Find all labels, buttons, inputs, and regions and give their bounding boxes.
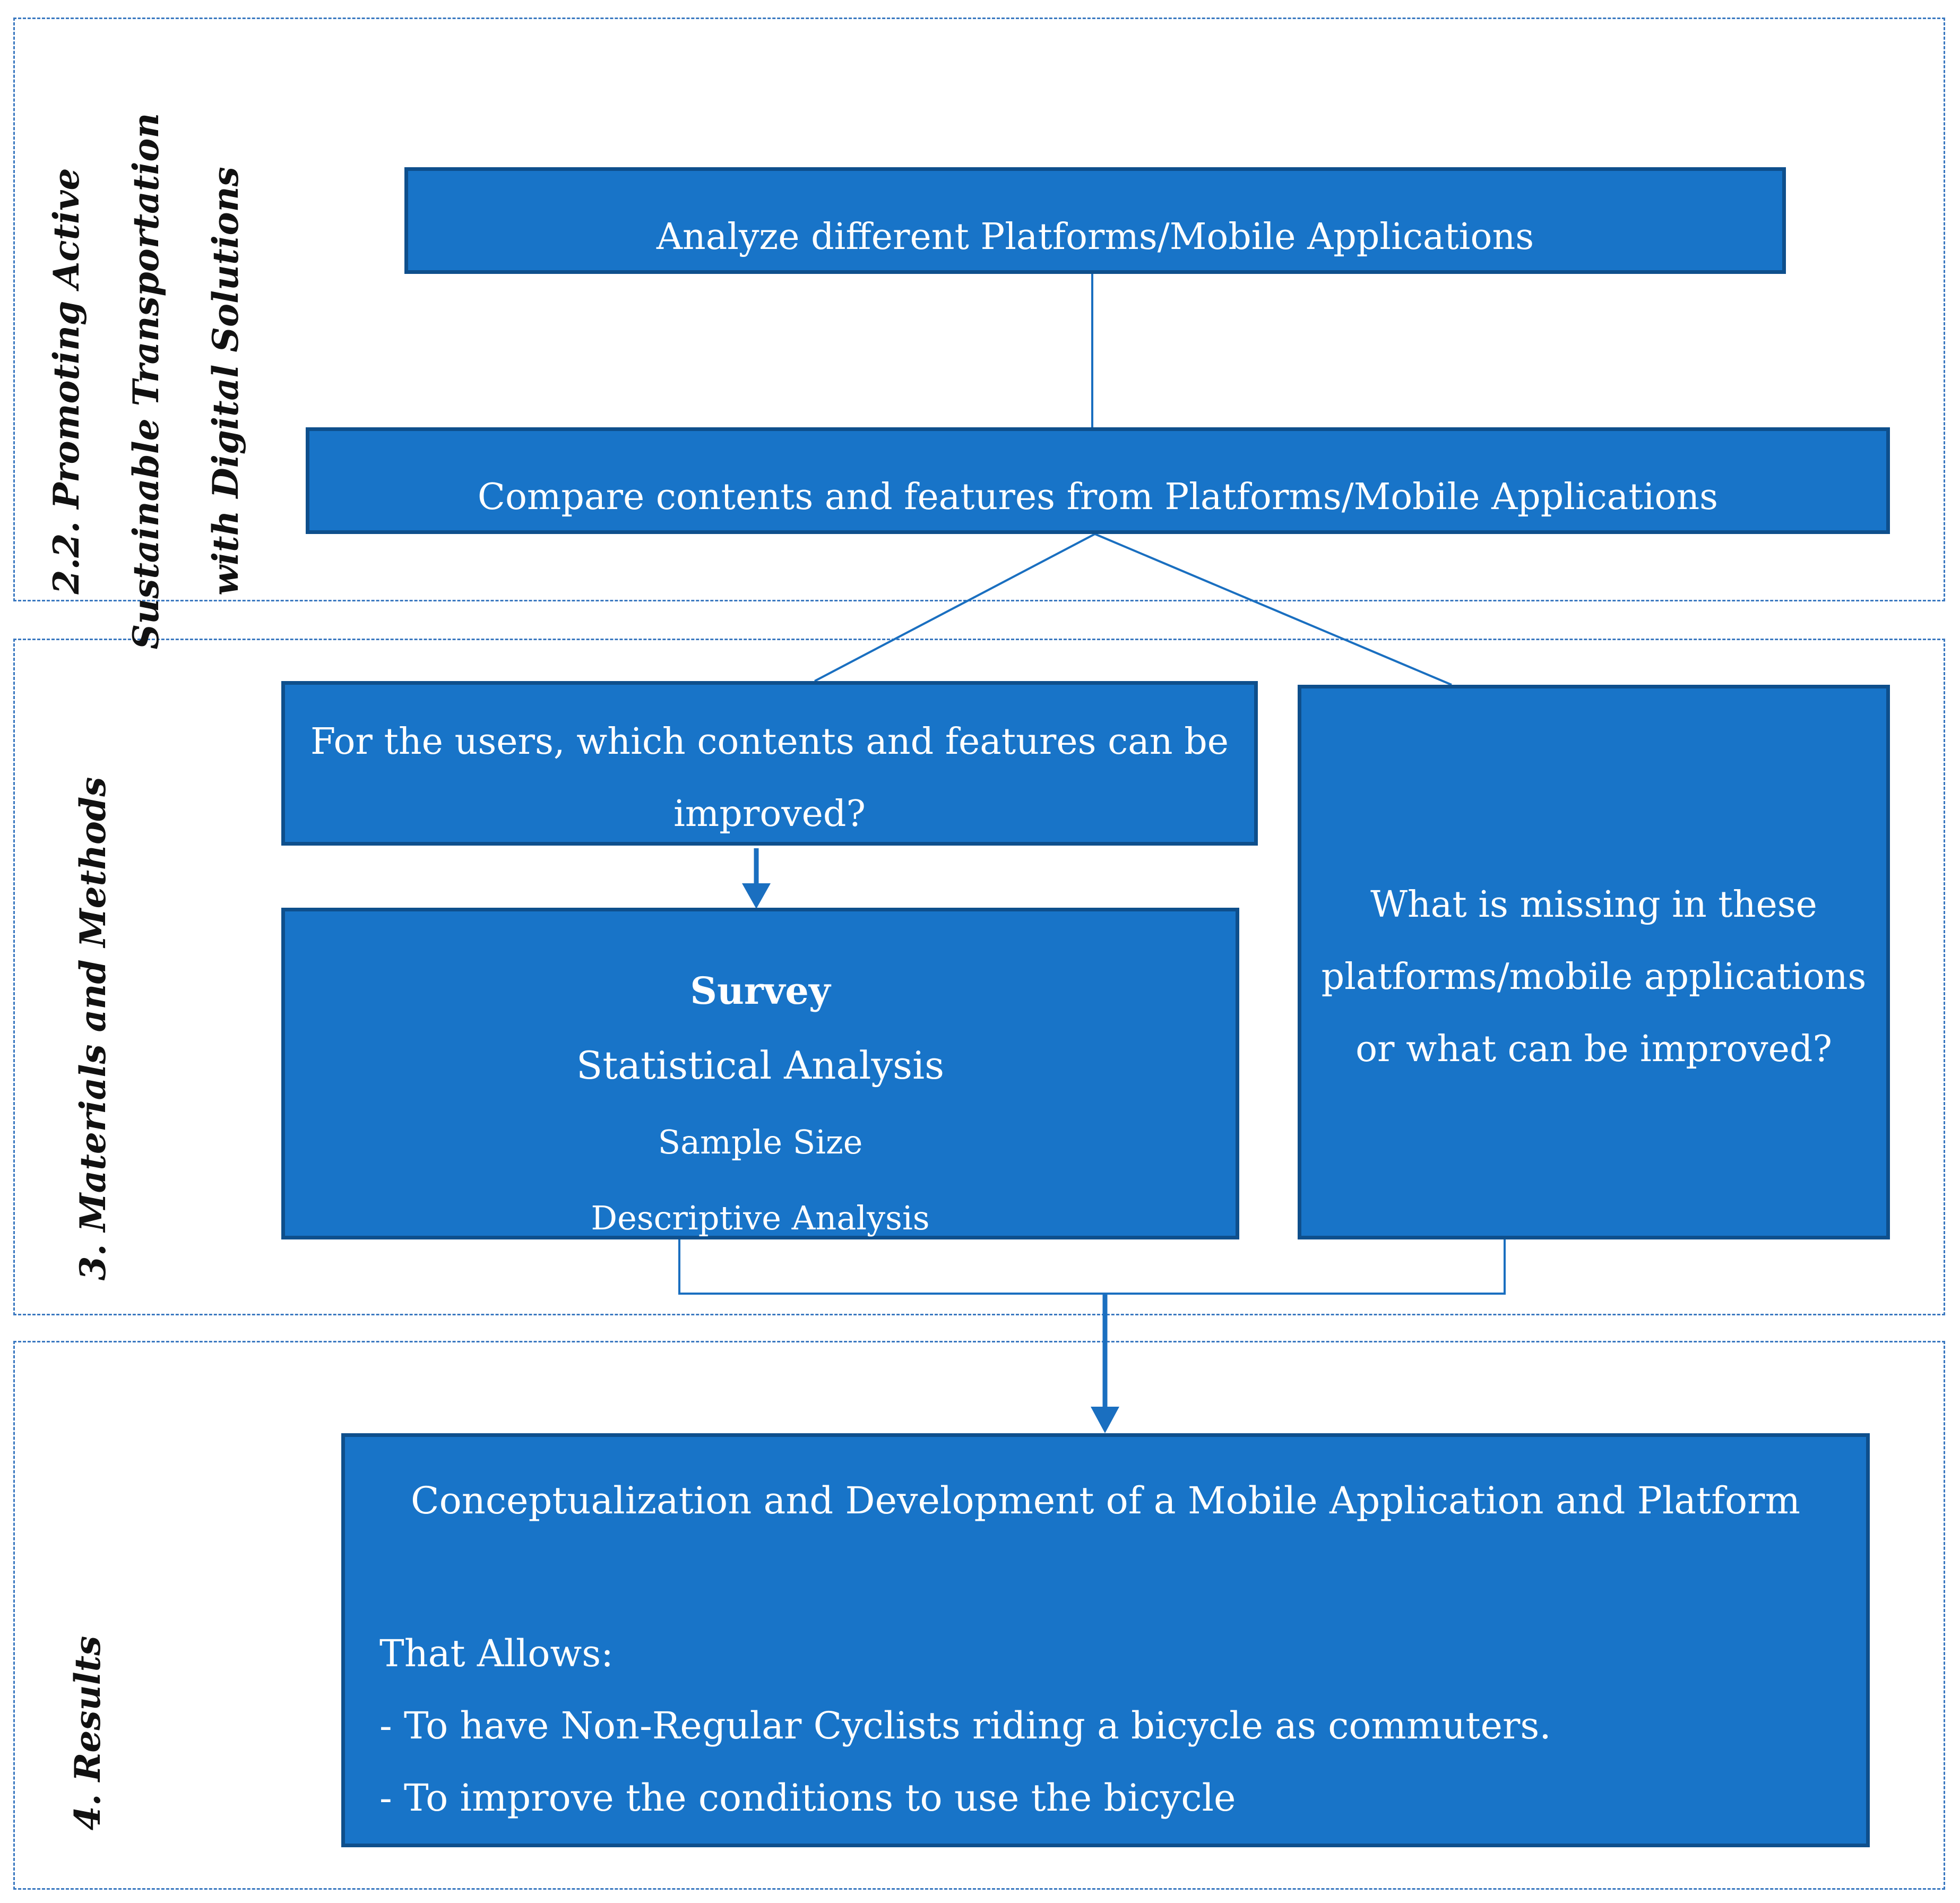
box-text: For the users, which contents and featur… <box>310 721 1229 835</box>
arrowhead-to-results <box>1091 1407 1119 1433</box>
box-compare-features: Compare contents and features from Platf… <box>306 427 1890 534</box>
box-survey: Survey Statistical Analysis Sample Size … <box>281 908 1239 1239</box>
connector-compare-users <box>814 533 1095 682</box>
section-promoting-active-transport <box>13 18 1945 601</box>
box-results: Conceptualization and Development of a M… <box>341 1433 1870 1847</box>
survey-item: Descriptive Analysis <box>591 1199 930 1237</box>
box-text: Analyze different Platforms/Mobile Appli… <box>656 216 1534 258</box>
results-title: Conceptualization and Development of a M… <box>411 1479 1800 1522</box>
section-results <box>13 1341 1945 1890</box>
arrowhead-users-survey <box>742 883 771 909</box>
survey-title: Survey <box>690 969 831 1013</box>
box-analyze-platforms: Analyze different Platforms/Mobile Appli… <box>404 167 1786 274</box>
box-users-question: For the users, which contents and featur… <box>281 681 1258 846</box>
box-text: What is missing in these platforms/mobil… <box>1321 884 1867 1070</box>
box-missing-question: What is missing in these platforms/mobil… <box>1298 685 1890 1239</box>
results-allows: That Allows: <box>379 1632 614 1675</box>
box-text: Compare contents and features from Platf… <box>477 476 1719 518</box>
section-materials-methods <box>13 639 1945 1315</box>
survey-item: Sample Size <box>658 1123 863 1161</box>
survey-item: Statistical Analysis <box>576 1043 945 1088</box>
results-item: - To have Non-Regular Cyclists riding a … <box>379 1704 1551 1747</box>
results-item: - To improve the conditions to use the b… <box>379 1776 1236 1820</box>
connector-compare-missing <box>1094 533 1452 686</box>
